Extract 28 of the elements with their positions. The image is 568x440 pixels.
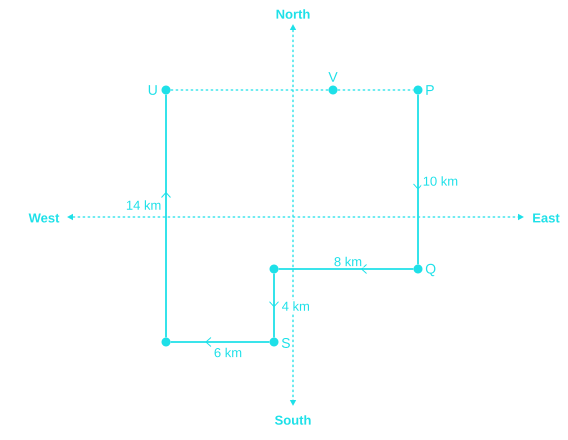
path-line (170, 337, 270, 347)
point-label: U (148, 85, 157, 95)
point-dot (414, 86, 422, 94)
point-dot (162, 86, 170, 94)
direction-label: West (28, 213, 60, 223)
path-line (161, 94, 171, 338)
point-dot (162, 338, 170, 346)
point-label: V (328, 72, 338, 82)
distance-label: 4 km (282, 301, 309, 311)
direction-label: North (276, 9, 310, 19)
point-label: Q (426, 264, 436, 276)
path-line (278, 264, 414, 274)
direction-label: East (533, 213, 560, 223)
path-line (269, 274, 279, 338)
point-label: P (426, 85, 434, 95)
path-line (338, 89, 414, 91)
point-dot (270, 338, 278, 346)
direction-label: South (274, 415, 311, 425)
point-dot (270, 264, 278, 274)
distance-label: 8 km (334, 256, 362, 266)
path-line (170, 89, 328, 91)
distance-label: 6 km (214, 348, 242, 358)
point-dot (414, 264, 422, 274)
distance-label: 10 km (424, 176, 458, 186)
path-line (413, 94, 423, 264)
point-dot (328, 86, 338, 94)
distance-label: 14 km (126, 200, 160, 210)
point-label: S (282, 338, 290, 348)
